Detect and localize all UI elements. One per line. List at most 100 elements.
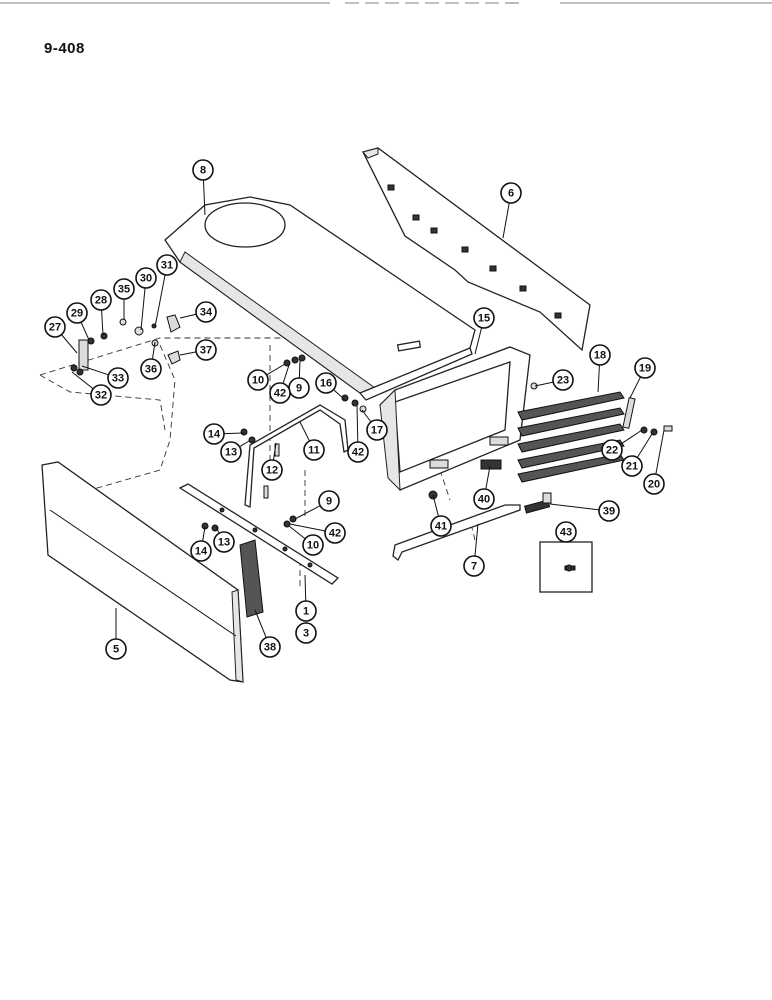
callout-c42b: 42 xyxy=(347,404,369,463)
callout-c38: 38 xyxy=(254,609,281,658)
callout-c42c: 42 xyxy=(289,522,346,544)
hoop-bracket xyxy=(244,404,349,508)
callout-number: 38 xyxy=(264,642,276,654)
callout-number: 40 xyxy=(478,494,490,506)
callout-c7: 7 xyxy=(463,523,485,577)
callout-c39: 39 xyxy=(549,500,620,522)
callout-c9b: 9 xyxy=(294,490,340,520)
callout-number: 8 xyxy=(200,165,206,177)
leader-line xyxy=(294,505,321,520)
callout-c42a: 42 xyxy=(269,361,291,404)
leader-line xyxy=(179,313,197,319)
callout-circle xyxy=(44,316,66,338)
callout-circle xyxy=(366,419,388,441)
callout-number: 32 xyxy=(95,390,107,402)
callout-circle xyxy=(303,439,325,461)
callout-circle xyxy=(634,357,656,379)
callout-circle xyxy=(589,344,611,366)
front-panel xyxy=(41,461,244,683)
callout-circle xyxy=(324,522,346,544)
leader-line xyxy=(81,365,109,376)
callout-circle xyxy=(90,289,112,311)
callout-c16: 16 xyxy=(315,372,346,401)
callout-circle xyxy=(113,278,135,300)
leader-line xyxy=(299,421,310,442)
callout-c20: 20 xyxy=(643,429,665,495)
callout-c22: 22 xyxy=(601,429,643,461)
callout-circle xyxy=(552,369,574,391)
leader-line xyxy=(140,287,146,331)
callout-circle xyxy=(295,600,317,622)
callout-number: 13 xyxy=(225,447,237,459)
callout-c41: 41 xyxy=(430,494,452,537)
callout-circle xyxy=(192,159,214,181)
callout-circle xyxy=(500,182,522,204)
callout-circle xyxy=(430,515,452,537)
leader-line xyxy=(254,609,267,638)
leader-line xyxy=(502,202,510,239)
callout-number: 11 xyxy=(308,445,320,457)
callout-circle xyxy=(621,455,643,477)
callout-c30: 30 xyxy=(135,267,157,331)
callout-c36: 36 xyxy=(140,341,162,380)
leader-line xyxy=(202,179,206,216)
callout-number: 10 xyxy=(252,375,264,387)
callout-c14a: 14 xyxy=(203,423,245,445)
callout-circle xyxy=(66,302,88,324)
callout-number: 23 xyxy=(557,375,569,387)
hardware-kit-box xyxy=(539,541,593,593)
grille-screen xyxy=(517,391,625,483)
callout-c34: 34 xyxy=(179,301,217,323)
callout-c37: 37 xyxy=(179,339,217,361)
callout-circle xyxy=(269,382,291,404)
callout-c21: 21 xyxy=(621,433,653,477)
leader-line xyxy=(61,334,78,354)
callout-number: 13 xyxy=(218,537,230,549)
callout-circle xyxy=(318,490,340,512)
callout-c10b: 10 xyxy=(288,525,324,556)
callout-circle xyxy=(555,521,577,543)
callout-c3: 3 xyxy=(295,622,317,644)
callout-c8: 8 xyxy=(192,159,214,216)
label-plate xyxy=(480,459,502,470)
leader-line xyxy=(432,494,439,517)
callout-number: 9 xyxy=(296,383,302,395)
leader-line xyxy=(474,327,483,355)
callout-number: 22 xyxy=(606,445,618,457)
leader-line xyxy=(282,361,291,384)
callout-circle xyxy=(90,384,112,406)
callout-c19: 19 xyxy=(629,357,656,399)
callout-number: 3 xyxy=(303,628,309,640)
callout-number: 28 xyxy=(95,295,107,307)
callout-circle xyxy=(220,441,242,463)
callout-circle xyxy=(347,441,369,463)
callout-c35: 35 xyxy=(113,278,135,320)
callout-circle xyxy=(140,358,162,380)
leader-line xyxy=(239,440,250,448)
leader-line xyxy=(272,442,277,461)
callout-c5: 5 xyxy=(105,608,127,660)
leader-line xyxy=(597,364,600,393)
callout-number: 19 xyxy=(639,363,651,375)
callout-circle xyxy=(190,540,212,562)
callout-number: 12 xyxy=(266,465,278,477)
lower-rod xyxy=(392,504,521,562)
callout-c11: 11 xyxy=(299,421,325,461)
clip-strip xyxy=(524,492,552,514)
callout-number: 17 xyxy=(371,425,383,437)
leader-line xyxy=(474,523,479,557)
callout-c10a: 10 xyxy=(247,363,286,391)
leader-line xyxy=(356,404,359,443)
callout-circle xyxy=(203,423,225,445)
callout-number: 31 xyxy=(161,260,173,272)
leader-line xyxy=(629,376,641,399)
callout-number: 1 xyxy=(303,606,309,618)
callout-number: 15 xyxy=(478,313,490,325)
leader-line xyxy=(80,321,90,341)
callout-c28: 28 xyxy=(90,289,112,336)
callout-number: 14 xyxy=(208,429,221,441)
callout-number: 14 xyxy=(195,546,208,558)
callout-circle xyxy=(107,367,129,389)
seal-strip xyxy=(239,539,264,618)
callout-circle xyxy=(473,488,495,510)
